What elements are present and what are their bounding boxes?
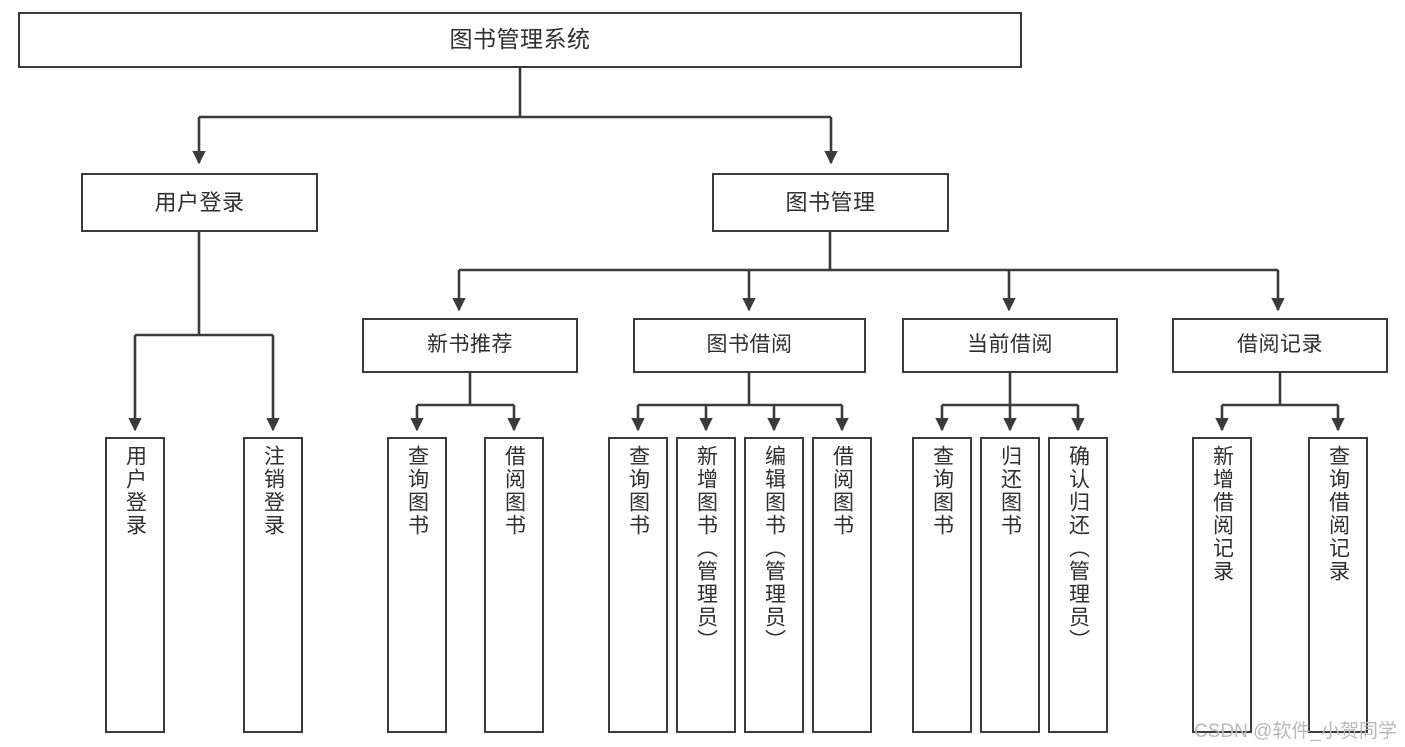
node-user-login[interactable]: 用户登录 xyxy=(81,173,318,232)
leaf-label: 查询图书 xyxy=(626,445,650,537)
node-borrow-records-label: 借阅记录 xyxy=(1237,333,1323,357)
leaf-label: 注销登录 xyxy=(261,445,285,537)
leaf-user-login-login[interactable]: 用户登录 xyxy=(105,437,165,733)
node-book-management-label: 图书管理 xyxy=(785,189,876,215)
leaf-label: 新增图书（管理员） xyxy=(694,445,718,652)
leaf-label: 归还图书 xyxy=(998,445,1022,537)
node-new-book-recommend[interactable]: 新书推荐 xyxy=(362,318,578,373)
leaf-recommend-query-book[interactable]: 查询图书 xyxy=(387,437,447,733)
leaf-label: 用户登录 xyxy=(123,445,147,537)
leaf-borrow-add-book-admin[interactable]: 新增图书（管理员） xyxy=(676,437,736,733)
leaf-user-login-logout[interactable]: 注销登录 xyxy=(243,437,303,733)
leaf-label: 借阅图书 xyxy=(830,445,854,537)
node-current-borrow-label: 当前借阅 xyxy=(967,333,1053,357)
leaf-records-query-record[interactable]: 查询借阅记录 xyxy=(1308,437,1368,733)
leaf-current-confirm-return-admin[interactable]: 确认归还（管理员） xyxy=(1048,437,1108,733)
leaf-recommend-borrow-book[interactable]: 借阅图书 xyxy=(484,437,544,733)
leaf-borrow-edit-book-admin[interactable]: 编辑图书（管理员） xyxy=(744,437,804,733)
leaf-label: 查询图书 xyxy=(930,445,954,537)
node-borrow-records[interactable]: 借阅记录 xyxy=(1172,318,1388,373)
csdn-watermark: CSDN @软件_小贺同学 xyxy=(1194,721,1397,742)
leaf-current-query-book[interactable]: 查询图书 xyxy=(912,437,972,733)
node-root-label: 图书管理系统 xyxy=(449,26,591,53)
leaf-label: 新增借阅记录 xyxy=(1210,445,1234,583)
leaf-current-return-book[interactable]: 归还图书 xyxy=(980,437,1040,733)
leaf-label: 查询借阅记录 xyxy=(1326,445,1350,583)
leaf-borrow-query-book[interactable]: 查询图书 xyxy=(608,437,668,733)
node-new-book-recommend-label: 新书推荐 xyxy=(427,333,513,357)
leaf-label: 编辑图书（管理员） xyxy=(762,445,786,652)
node-user-login-label: 用户登录 xyxy=(154,189,245,215)
node-book-borrow-label: 图书借阅 xyxy=(706,333,793,357)
leaf-label: 确认归还（管理员） xyxy=(1066,445,1090,652)
leaf-borrow-borrow-book[interactable]: 借阅图书 xyxy=(812,437,872,733)
node-current-borrow[interactable]: 当前借阅 xyxy=(902,318,1118,373)
node-root-system[interactable]: 图书管理系统 xyxy=(18,12,1022,68)
leaf-records-add-record[interactable]: 新增借阅记录 xyxy=(1192,437,1252,733)
node-book-borrow[interactable]: 图书借阅 xyxy=(633,318,866,373)
leaf-label: 借阅图书 xyxy=(502,445,526,537)
leaf-label: 查询图书 xyxy=(405,445,429,537)
node-book-management[interactable]: 图书管理 xyxy=(712,173,949,232)
